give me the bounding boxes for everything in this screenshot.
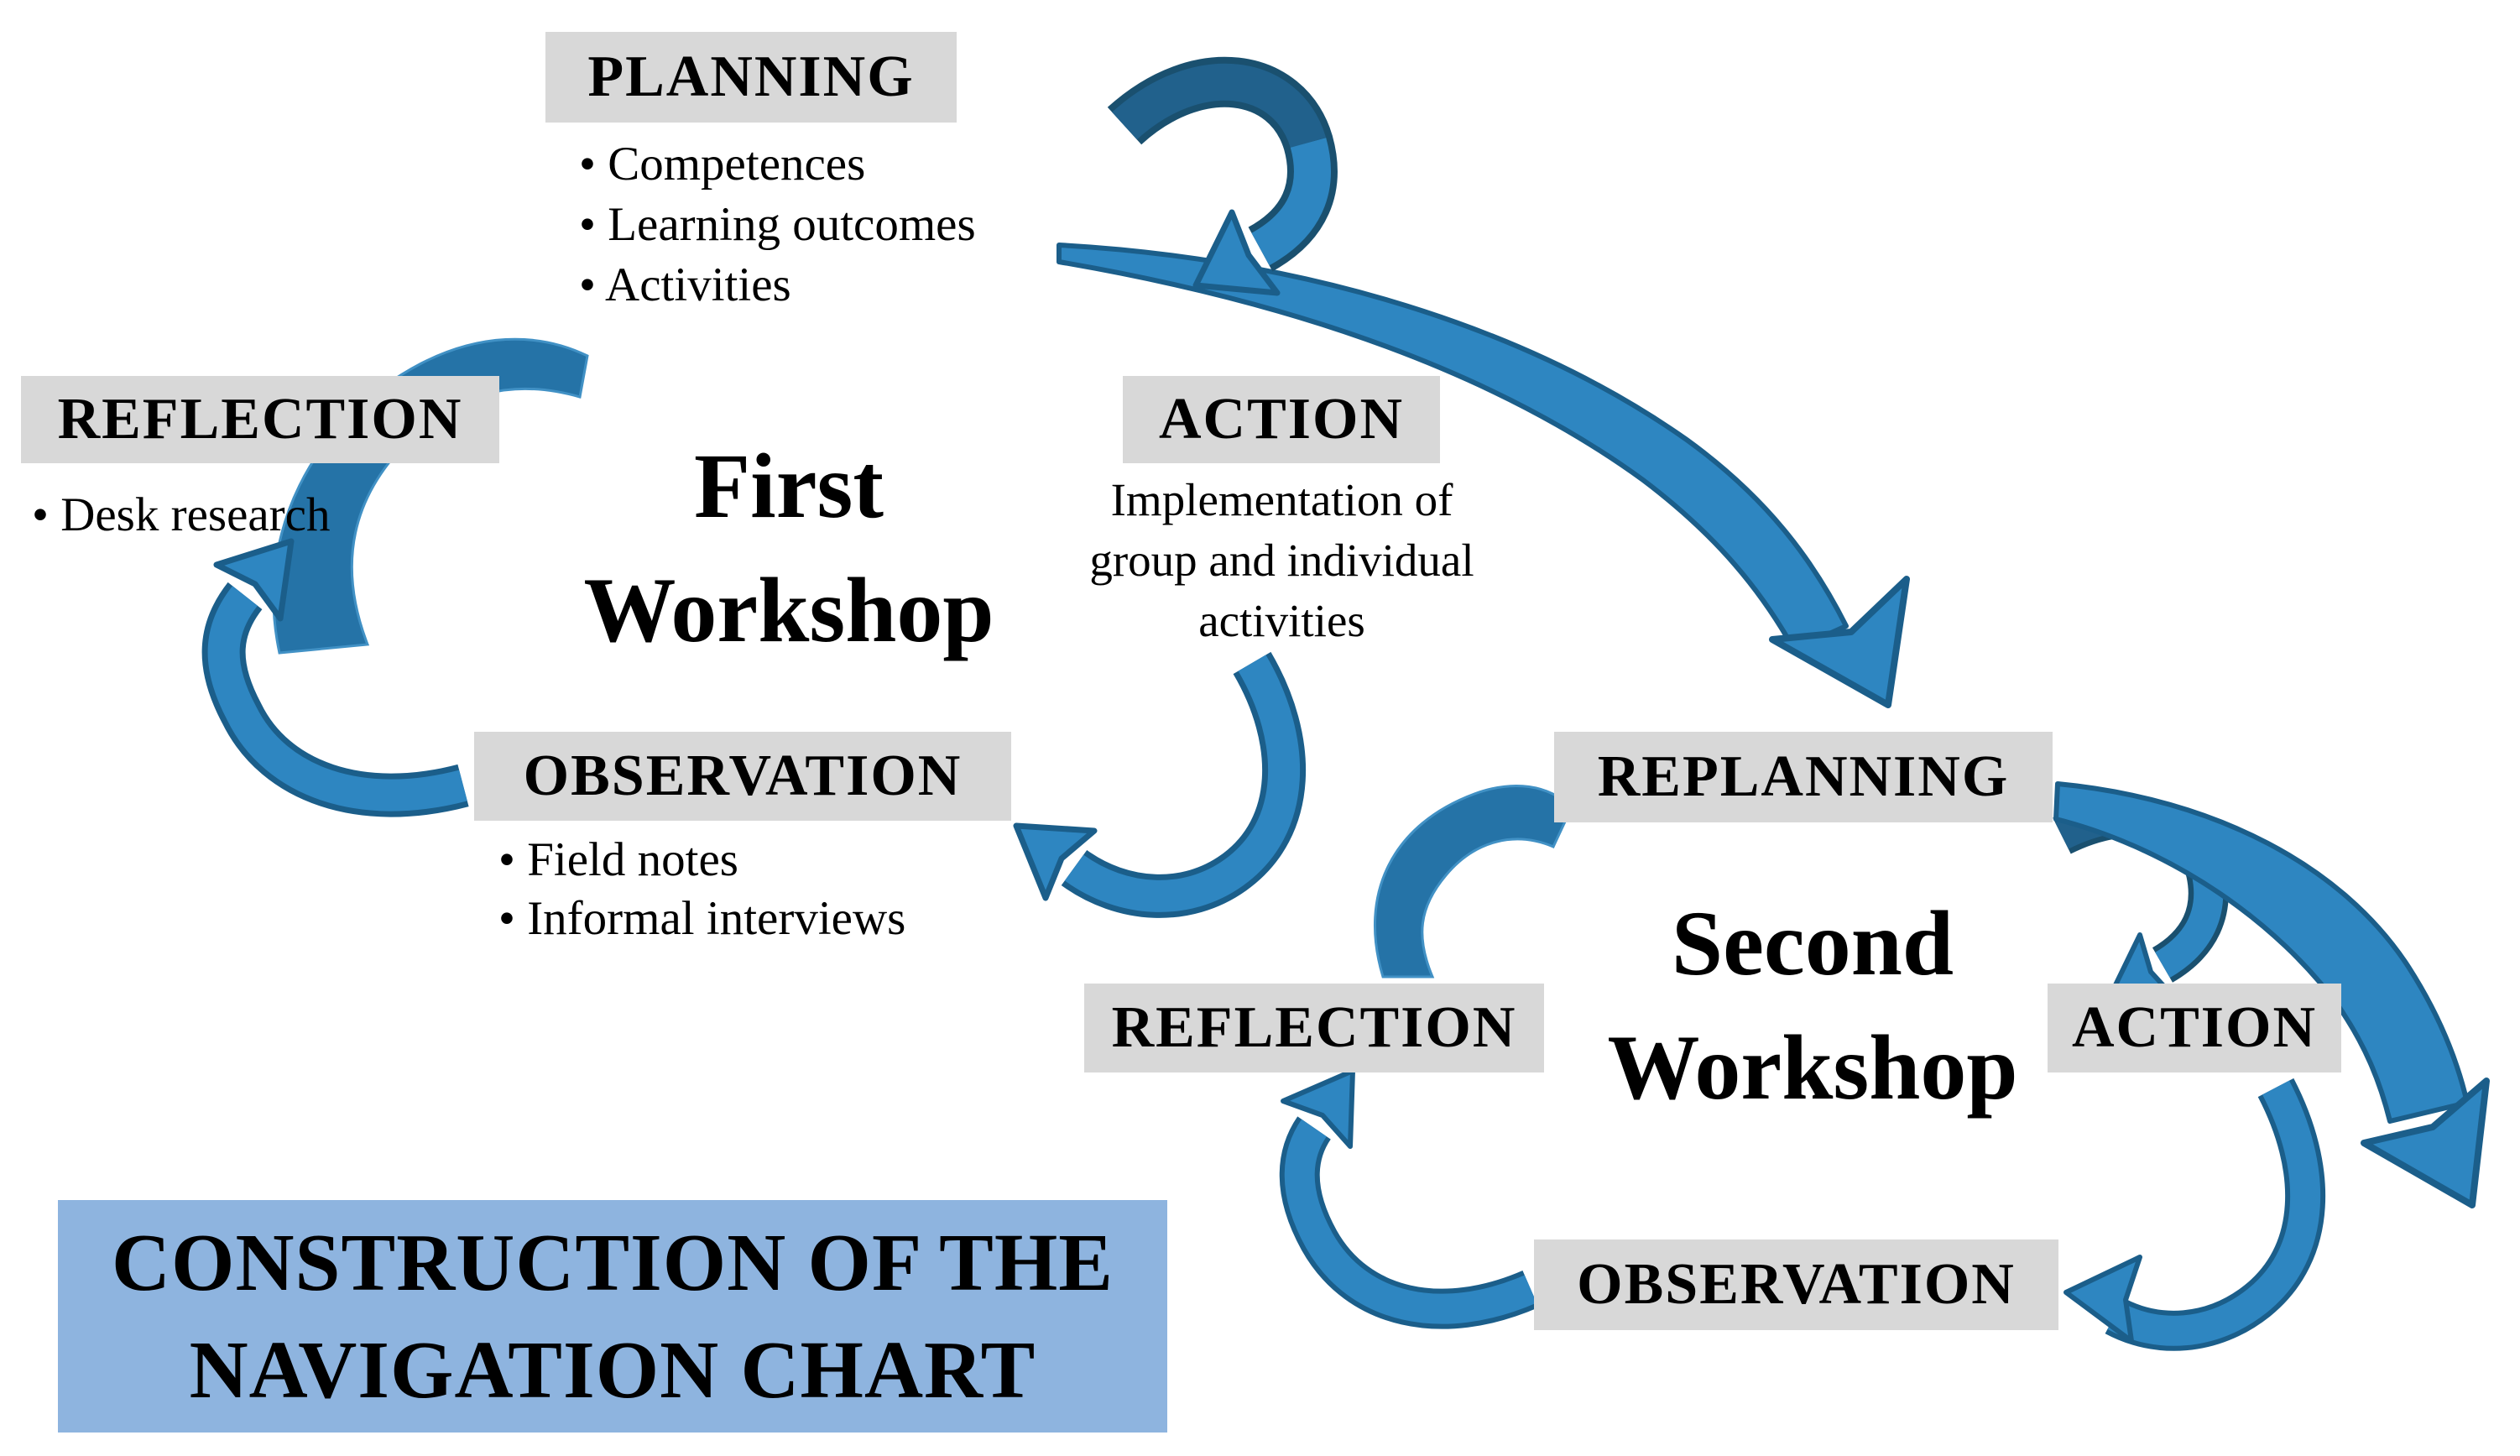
reflection1-bullets: • Desk research — [32, 485, 330, 545]
description-line: Implementation of — [1110, 474, 1453, 525]
first-workshop-title: First Workshop — [554, 424, 1024, 672]
replanning-box: REPLANNING — [1554, 732, 2053, 822]
observation1-label: OBSERVATION — [523, 744, 963, 808]
title-line: Workshop — [583, 559, 994, 661]
construction-title-box: CONSTRUCTION OF THE NAVIGATION CHART — [58, 1200, 1167, 1433]
title-line: Second — [1671, 892, 1954, 994]
reflection2-label: REFLECTION — [1111, 995, 1517, 1060]
observation1-box: OBSERVATION — [474, 732, 1011, 821]
construction-title-line: CONSTRUCTION OF THE — [112, 1217, 1114, 1307]
action2-box: ACTION — [2048, 984, 2341, 1072]
arrow-planning-to-action1 — [1107, 56, 1338, 296]
observation2-box: OBSERVATION — [1534, 1239, 2058, 1330]
bullet-line: • Activities — [579, 258, 791, 311]
reflection1-box: REFLECTION — [21, 376, 499, 463]
planning-bullets: • Competences • Learning outcomes • Acti… — [579, 134, 976, 316]
arrow-action2-to-observation2 — [2063, 1078, 2326, 1351]
action1-label: ACTION — [1158, 387, 1405, 451]
planning-label: PLANNING — [587, 44, 915, 109]
arrow-replanning-outer-loop — [2053, 781, 2490, 1208]
construction-title-line: NAVIGATION CHART — [189, 1324, 1036, 1415]
bullet-line: • Desk research — [32, 488, 331, 541]
planning-box: PLANNING — [545, 32, 957, 123]
arrow-reflection2-to-replanning — [1373, 785, 1573, 978]
bullet-line: • Field notes — [498, 833, 738, 886]
description-line: group and individual — [1089, 535, 1474, 586]
reflection1-label: REFLECTION — [57, 387, 463, 451]
arrow-action1-to-observation1 — [1013, 651, 1307, 918]
arrow-planning-to-replanning — [1057, 243, 1910, 708]
arrow-observation2-to-reflection2 — [1279, 1068, 1539, 1329]
title-line: First — [693, 435, 884, 537]
bullet-line: • Learning outcomes — [579, 198, 976, 251]
action1-box: ACTION — [1123, 376, 1440, 463]
arrow-observation1-to-reflection1 — [201, 538, 469, 817]
second-workshop-title: Second Workshop — [1569, 881, 2056, 1130]
replanning-label: REPLANNING — [1597, 744, 2010, 809]
bullet-line: • Informal interviews — [498, 892, 906, 945]
description-line: activities — [1198, 595, 1365, 646]
title-line: Workshop — [1607, 1016, 2018, 1119]
action1-description: Implementation of group and individual a… — [1045, 470, 1519, 651]
observation1-bullets: • Field notes • Informal interviews — [498, 831, 905, 948]
action2-label: ACTION — [2071, 995, 2318, 1060]
observation2-label: OBSERVATION — [1577, 1252, 2016, 1317]
bullet-line: • Competences — [579, 138, 866, 190]
reflection2-box: REFLECTION — [1084, 984, 1544, 1072]
